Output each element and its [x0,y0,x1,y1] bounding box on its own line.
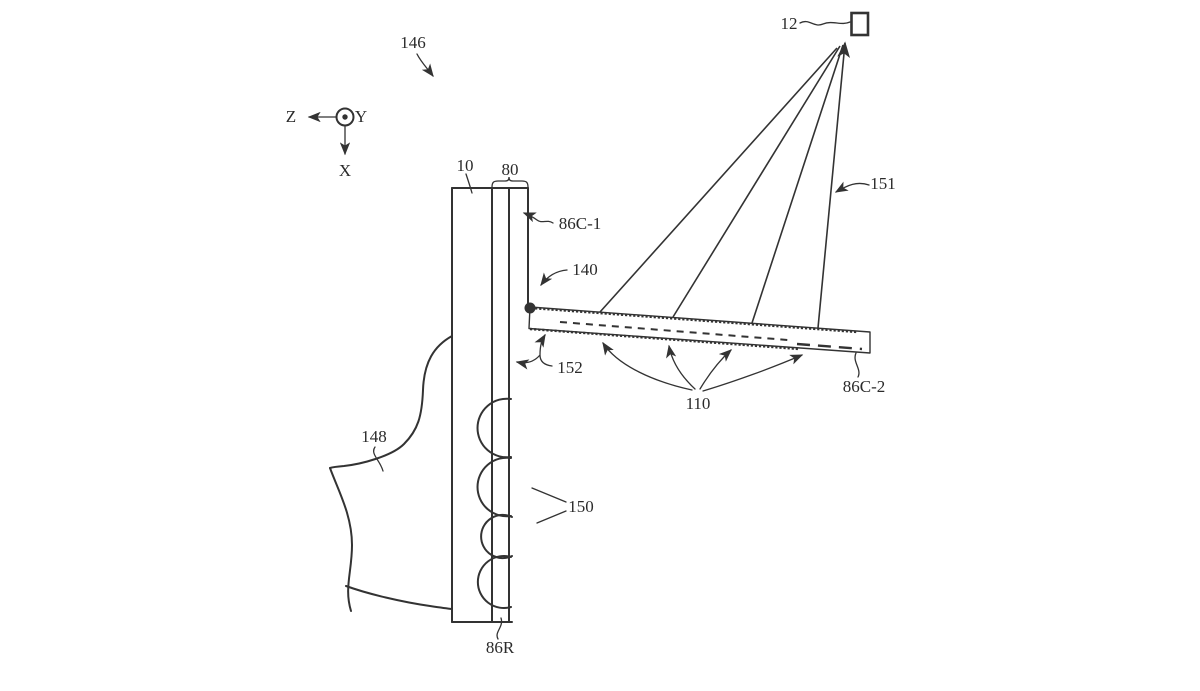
beam-line-1 [599,47,838,313]
label-150: 150 [568,497,594,516]
axis-y-label: Y [355,107,367,126]
finger-2 [476,456,512,518]
leader-152-stem [516,334,553,367]
finger-4 [476,555,512,609]
beam-line-2 [672,45,841,318]
leader-151 [834,181,870,193]
axis-x-label: X [339,161,351,180]
label-12: 12 [781,14,798,33]
strap-end-dashes [796,342,863,351]
leader-152-arrow-left [515,359,530,370]
brace-80 [491,176,529,188]
external-device-box [850,11,870,37]
device-body [451,187,529,623]
leader-12 [799,20,851,26]
leader-110-arrow-4 [702,354,804,392]
label-86c2: 86C-2 [843,377,886,396]
reference-labels: 146 10 80 86C-1 140 152 148 150 86R 12 1… [361,14,896,657]
label-146: 146 [400,33,426,52]
finger-3 [480,513,513,560]
leader-152-arrow-up [534,333,546,348]
finger-1 [476,397,512,459]
leader-148 [373,446,384,472]
hand-bottom-curve [345,585,453,610]
leader-110-arrow-3 [699,349,732,390]
label-80: 80 [502,160,519,179]
label-151: 151 [870,174,896,193]
leader-86c2 [854,352,860,378]
label-110: 110 [686,394,711,413]
strap-horizontal-segment [524,302,871,354]
leader-lines [373,20,870,640]
leader-150 [531,487,567,524]
leader-86r [496,617,503,640]
beam-line-4 [817,41,851,329]
beam-line-3 [751,44,844,324]
label-140: 140 [572,260,598,279]
hand-outline [329,335,453,612]
axis-y-dot-icon [342,114,348,120]
thumb-curve [329,335,453,469]
leader-86c1 [522,212,554,224]
label-86c1: 86C-1 [559,214,602,233]
leader-140 [540,269,568,287]
leader-146 [416,53,434,78]
leader-110-arrow-2 [666,344,696,390]
label-10: 10 [457,156,474,175]
external-device-and-beams [599,11,870,329]
axis-z-label: Z [286,107,296,126]
label-148: 148 [361,427,387,446]
strap-attachment-dot [524,302,536,314]
strap-top-texture [530,306,858,334]
leader-10 [465,173,473,194]
finger-bumps [476,397,513,609]
label-152: 152 [557,358,583,377]
leader-110-arrow-1 [602,341,693,391]
coordinate-axes: Z Y X [286,107,367,180]
label-86r: 86R [486,638,515,657]
wrist-left-curve [329,467,353,612]
